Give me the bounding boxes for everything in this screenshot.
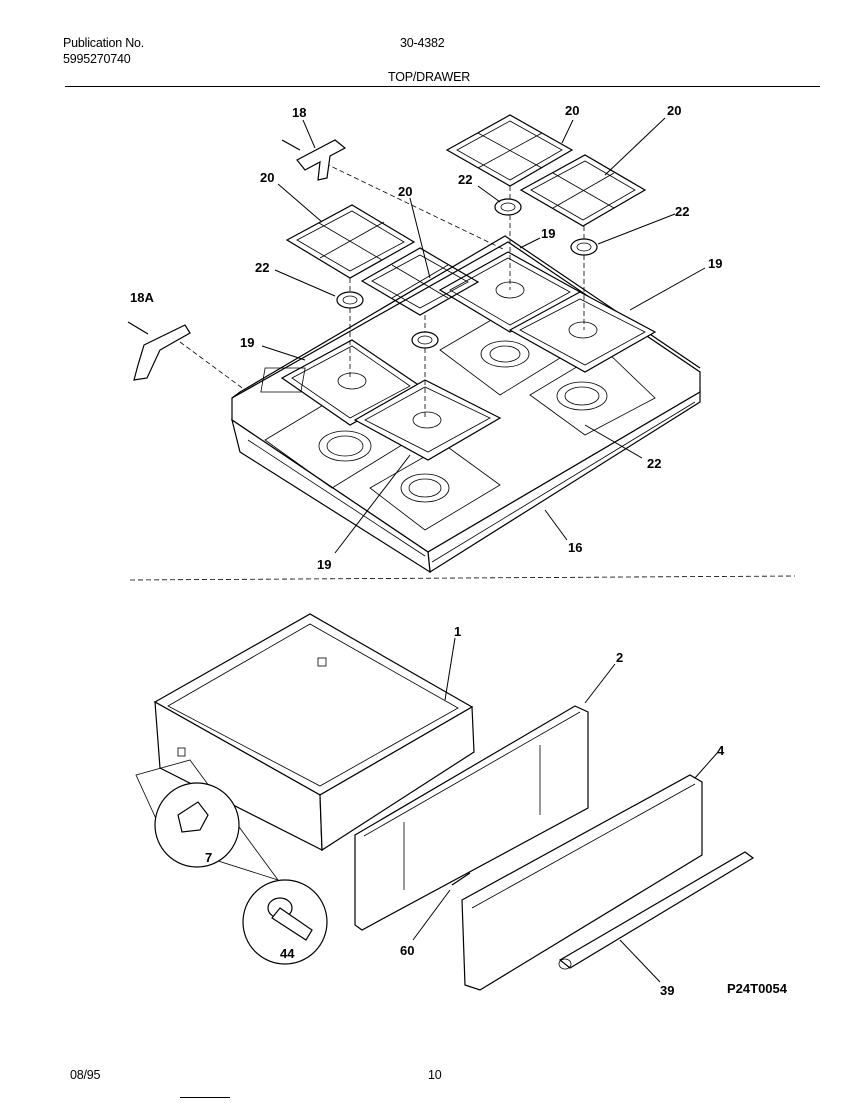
label-19-right: 19 (708, 256, 722, 271)
page-number: 10 (428, 1068, 442, 1082)
burner-rings (336, 198, 598, 349)
section-title: TOP/DRAWER (388, 70, 471, 84)
burner-pan-front (353, 379, 502, 461)
label-60: 60 (400, 943, 414, 958)
roller-detail: 7 (135, 759, 280, 881)
label-20-left-front: 20 (398, 184, 412, 199)
callout-labels: 18 20 20 20 20 22 22 22 19 19 18A 19 22 … (130, 103, 788, 998)
leader-lines (261, 117, 719, 983)
burner-pan-right (508, 291, 657, 373)
document-code: 30-4382 (400, 36, 445, 50)
label-16: 16 (568, 540, 582, 555)
publication-number: 5995270740 (63, 52, 131, 66)
section-divider (129, 575, 796, 581)
glide-detail: 44 (242, 879, 328, 965)
drawer-handle (558, 851, 755, 970)
publication-label: Publication No. (63, 36, 145, 50)
grate-right-front (519, 154, 647, 227)
drawer-panel (354, 705, 589, 931)
label-7: 7 (205, 850, 212, 865)
label-20-right-rear: 20 (565, 103, 579, 118)
label-19-left: 19 (240, 335, 254, 350)
grate-left-rear (285, 204, 416, 279)
label-18: 18 (292, 105, 306, 120)
footer-rule (180, 1097, 230, 1098)
label-19-front: 19 (317, 557, 331, 572)
label-20-left-rear: 20 (260, 170, 274, 185)
label-44: 44 (280, 946, 295, 961)
label-19-rear-right: 19 (541, 226, 555, 241)
label-22-right-top: 22 (458, 172, 472, 187)
bracket-rear (281, 139, 347, 181)
label-22-right-mid: 22 (675, 204, 689, 219)
drawer-body (153, 613, 475, 852)
label-2: 2 (616, 650, 623, 665)
label-4: 4 (717, 743, 725, 758)
grate-right-rear (445, 114, 574, 187)
footer-date: 08/95 (70, 1068, 101, 1082)
grate-left-front (360, 247, 480, 316)
label-22-front: 22 (647, 456, 661, 471)
label-39: 39 (660, 983, 674, 998)
alignment-lines (179, 159, 585, 420)
label-22-left: 22 (255, 260, 269, 275)
cooktop-burner-front-right (369, 444, 501, 531)
label-18A: 18A (130, 290, 154, 305)
bracket-side (127, 321, 191, 381)
label-20-right-front: 20 (667, 103, 681, 118)
screw (451, 872, 471, 886)
drawer-front (461, 774, 703, 991)
label-1: 1 (454, 624, 461, 639)
diagram-code: P24T0054 (727, 981, 788, 996)
header-rule (65, 86, 820, 87)
